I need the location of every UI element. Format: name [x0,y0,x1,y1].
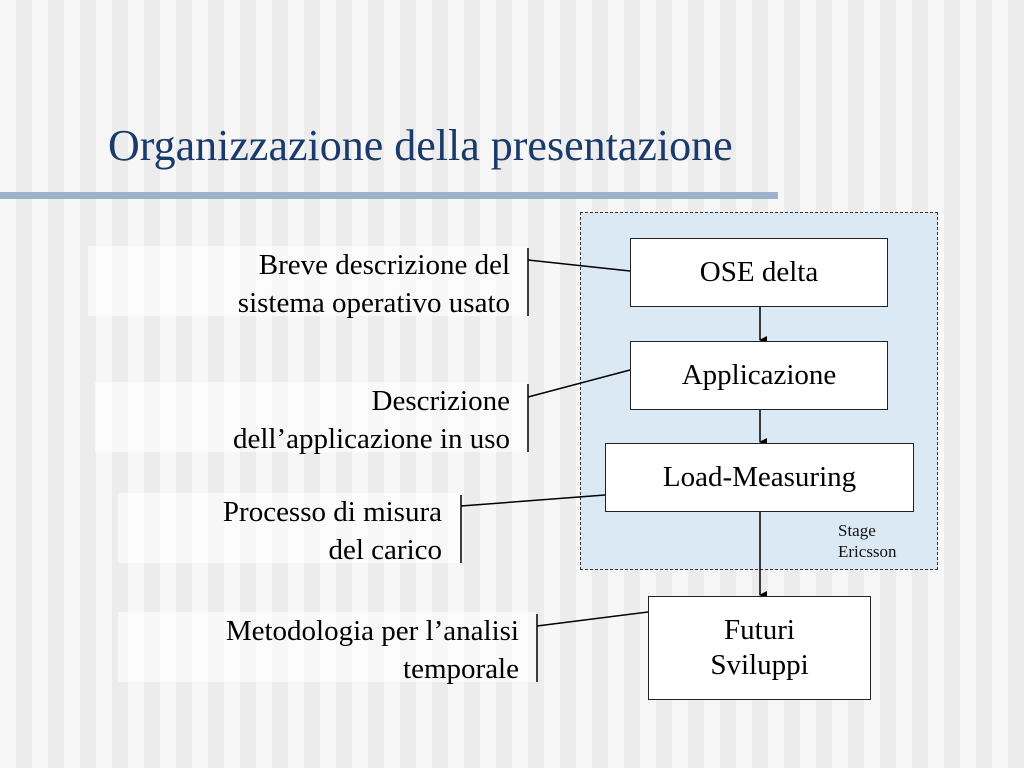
label-os-description: Breve descrizione del sistema operativo … [238,246,510,322]
group-label-line-1: Stage [838,521,876,540]
label-3-line-1: Processo di misura [222,496,442,528]
box-applicazione: Applicazione [630,341,888,410]
label-band-4 [118,612,536,682]
label-app-description: Descrizione dell’applicazione in uso [233,382,510,458]
leader-1 [527,259,631,272]
label-2-line-1: Descrizione [371,385,511,417]
label-methodology: Metodologia per l’analisi temporale [226,612,519,688]
label-2-line-2: dell’applicazione in uso [232,423,510,455]
label-band-3 [118,493,461,563]
box-ose-delta: OSE delta [630,238,888,307]
leader-3 [460,494,606,507]
group-label: Stage Ericsson [838,520,897,562]
box-load-measuring: Load-Measuring [605,443,914,512]
group-label-line-2: Ericsson [838,542,897,561]
label-band-2 [95,382,528,452]
box-futuri-sviluppi: Futuri Sviluppi [648,596,871,700]
slide-title: Organizzazione della presentazione [108,121,733,170]
label-measure-process: Processo di misura del carico [223,493,442,569]
label-1-line-1: Breve descrizione del [258,249,510,281]
leader-2 [527,369,631,398]
label-4-line-1: Metodologia per l’analisi [225,615,519,647]
label-4-line-2: temporale [403,653,519,685]
leader-4 [536,611,649,627]
label-band-1 [88,246,528,316]
label-3-line-2: del carico [328,534,442,566]
label-1-line-2: sistema operativo usato [237,287,510,319]
title-underline [0,192,778,199]
